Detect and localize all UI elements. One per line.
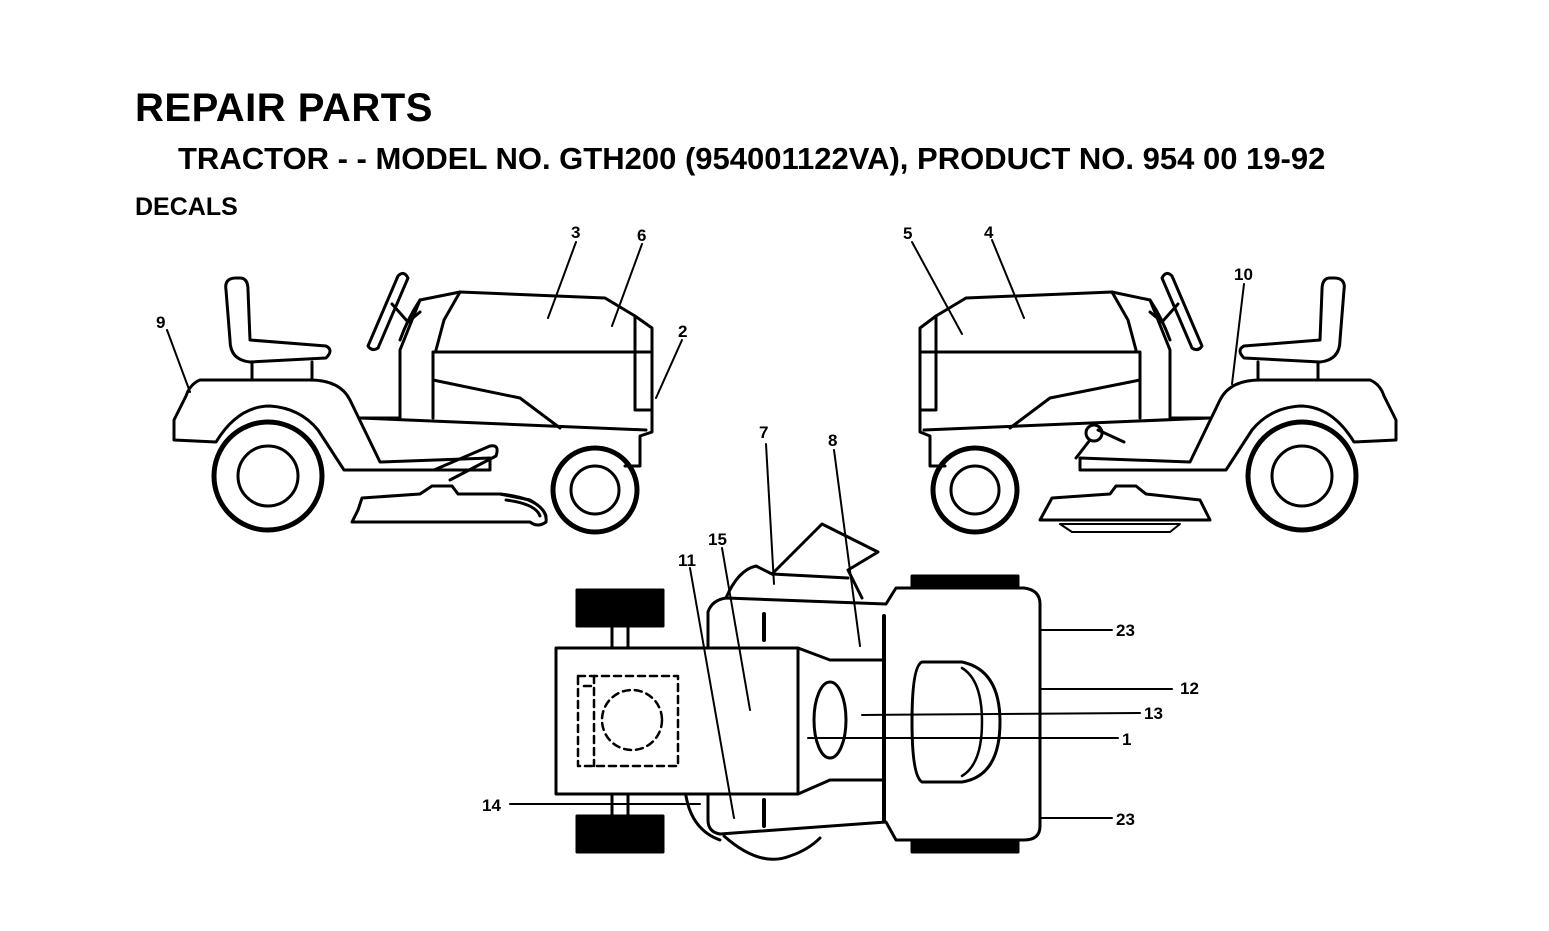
callout-labels: 9 3 6 2 5 4 10 7 8 15 11 23 12 13 1 14 2…	[156, 223, 1253, 829]
callout-11: 11	[678, 551, 696, 570]
seat	[1238, 276, 1346, 364]
hood-oval	[910, 660, 1002, 784]
lever	[1074, 428, 1126, 460]
callout-12: 12	[1180, 679, 1199, 698]
section-title: DECALS	[135, 193, 238, 221]
page-title: REPAIR PARTS	[135, 86, 433, 130]
rear-tire-upper	[575, 588, 665, 628]
callout-23-lower: 23	[1116, 810, 1135, 829]
callout-8: 8	[828, 431, 837, 450]
callout-13: 13	[1144, 704, 1163, 723]
front-wheel	[930, 445, 1020, 535]
frame	[918, 290, 1212, 468]
rear-wheel	[1245, 419, 1359, 533]
rear-fender	[1078, 378, 1398, 472]
callout-14: 14	[482, 796, 501, 815]
seat-post	[1256, 360, 1320, 382]
rear-tire-lower	[575, 814, 665, 854]
hood-panel	[918, 314, 1142, 430]
front-tire-lower	[910, 838, 1020, 854]
hood-side	[1110, 290, 1172, 352]
callout-7: 7	[759, 423, 768, 442]
mower-deck	[350, 484, 548, 527]
steering-wheel	[1148, 271, 1204, 352]
hood-side	[398, 290, 462, 352]
callout-6: 6	[637, 226, 646, 245]
front-wheel	[550, 445, 640, 535]
callout-9: 9	[156, 313, 165, 332]
hood-tip	[770, 522, 880, 600]
callout-3: 3	[571, 223, 580, 242]
tractor-left-side-view	[172, 271, 654, 535]
rear-wheel	[211, 419, 325, 533]
hood-panel	[431, 314, 652, 430]
callout-4: 4	[984, 223, 994, 242]
leader-lines	[166, 239, 1245, 819]
callout-5: 5	[903, 224, 912, 243]
mower-deck	[1038, 484, 1212, 522]
console	[796, 646, 886, 796]
callout-15: 15	[708, 530, 727, 549]
rear-fender	[172, 378, 492, 472]
seat-post	[250, 360, 314, 382]
callout-23-upper: 23	[1116, 621, 1135, 640]
pedal	[432, 444, 499, 482]
left-fender	[706, 586, 1042, 842]
tractor-right-side-view	[918, 271, 1398, 535]
steering-column	[812, 680, 848, 760]
model-subtitle: TRACTOR - - MODEL NO. GTH200 (954001122V…	[178, 141, 1326, 176]
seat	[224, 276, 332, 364]
callout-10: 10	[1234, 265, 1253, 284]
front-tire-upper	[910, 574, 1020, 590]
callout-2: 2	[678, 322, 687, 341]
tractor-top-view	[554, 522, 1042, 861]
callout-1: 1	[1122, 730, 1131, 749]
steering-wheel	[366, 271, 422, 352]
